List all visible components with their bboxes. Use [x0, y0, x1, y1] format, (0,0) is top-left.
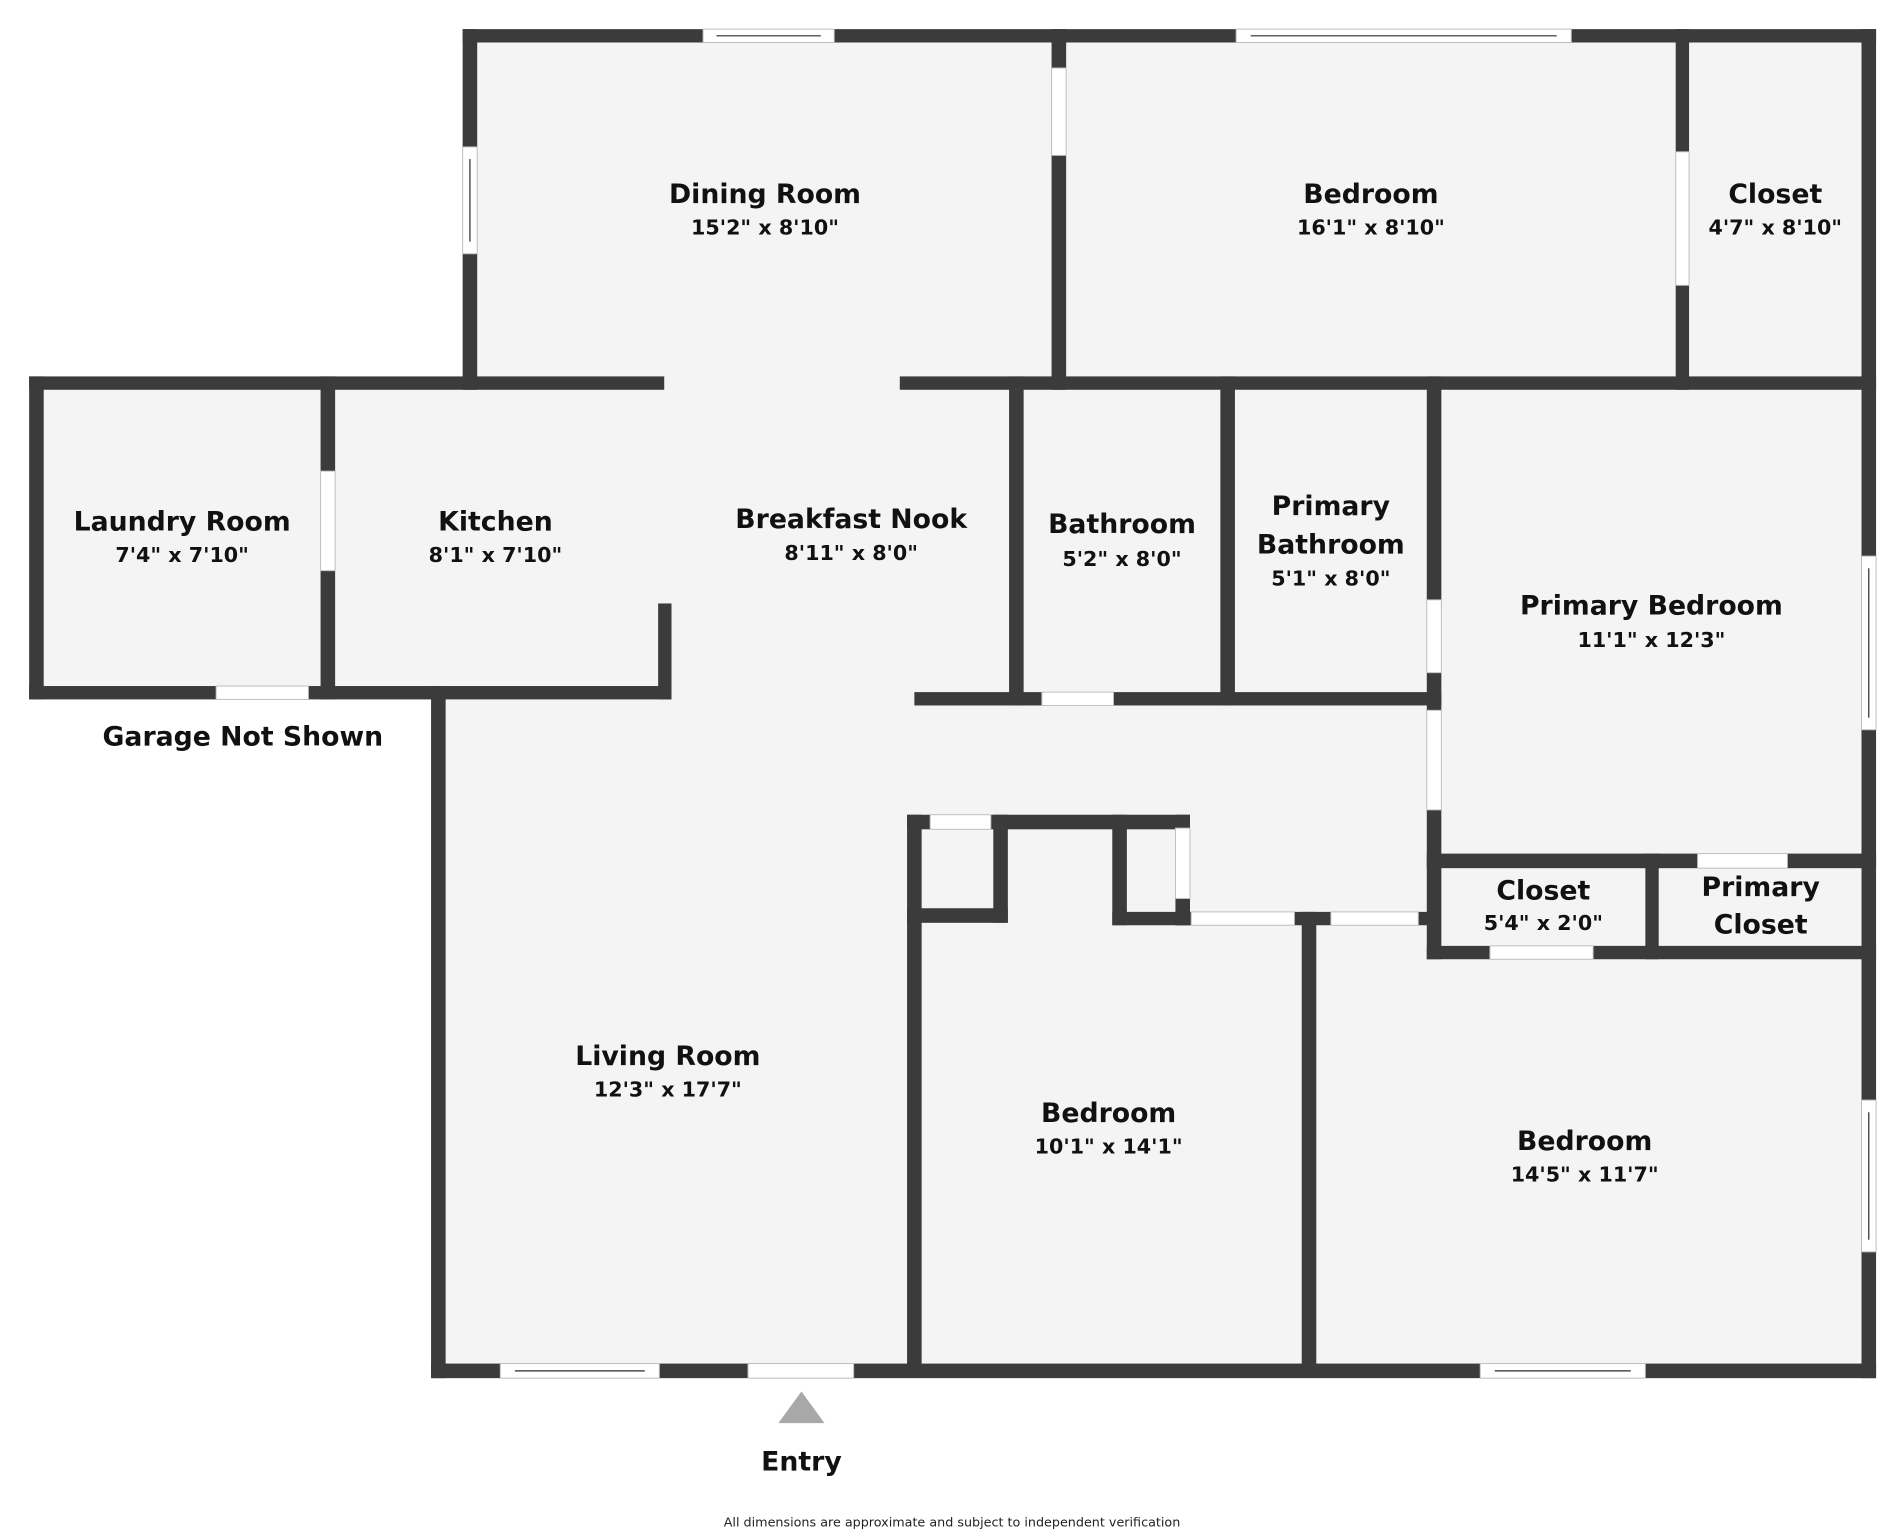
bedroom-southeast-name: Bedroom	[1517, 1126, 1652, 1157]
openings	[215, 28, 1877, 1379]
bedroom-middle-name: Bedroom	[1041, 1098, 1176, 1129]
primary-bedroom-dims: 11'1" x 12'3"	[1577, 628, 1725, 652]
bedroom-north-name: Bedroom	[1303, 179, 1438, 210]
floor-areas	[36, 36, 1869, 1371]
closet-north-name: Closet	[1728, 179, 1822, 210]
primary-bathroom-name-line2: Bathroom	[1257, 530, 1405, 561]
bedroom-north-dims: 16'1" x 8'10"	[1297, 215, 1445, 239]
kitchen-dims: 8'1" x 7'10"	[429, 543, 563, 567]
bathroom-dims: 5'2" x 8'0"	[1062, 547, 1181, 571]
dining-room-name: Dining Room	[669, 179, 861, 210]
laundry-room-dims: 7'4" x 7'10"	[115, 543, 249, 567]
closet-hall-dims: 5'4" x 2'0"	[1484, 911, 1603, 935]
primary-closet-name-line2: Closet	[1714, 910, 1808, 941]
bedroom-southeast-dims: 14'5" x 11'7"	[1511, 1162, 1659, 1186]
living-room-name: Living Room	[575, 1041, 760, 1072]
entry-label: Entry	[761, 1446, 842, 1477]
garage-not-shown-note: Garage Not Shown	[103, 722, 384, 753]
primary-bedroom-name: Primary Bedroom	[1520, 590, 1783, 621]
breakfast-nook-dims: 8'11" x 8'0"	[784, 541, 918, 565]
living-room-dims: 12'3" x 17'7"	[594, 1077, 742, 1101]
room-labels: Dining Room 15'2" x 8'10" Bedroom 16'1" …	[74, 179, 1842, 1187]
bathroom-name: Bathroom	[1048, 509, 1196, 540]
bedroom-middle-dims: 10'1" x 14'1"	[1035, 1135, 1183, 1159]
primary-bathroom-dims: 5'1" x 8'0"	[1271, 566, 1390, 590]
primary-closet-name-line1: Primary	[1702, 872, 1820, 903]
disclaimer-text: All dimensions are approximate and subje…	[724, 1515, 1181, 1530]
entry-arrow-icon	[778, 1391, 825, 1424]
laundry-room-name: Laundry Room	[74, 507, 291, 538]
dining-room-dims: 15'2" x 8'10"	[691, 215, 839, 239]
breakfast-nook-name: Breakfast Nook	[735, 504, 968, 535]
primary-bathroom-name-line1: Primary	[1272, 491, 1390, 522]
closet-north-dims: 4'7" x 8'10"	[1709, 215, 1843, 239]
kitchen-name: Kitchen	[438, 507, 553, 538]
closet-hall-name: Closet	[1496, 876, 1590, 907]
